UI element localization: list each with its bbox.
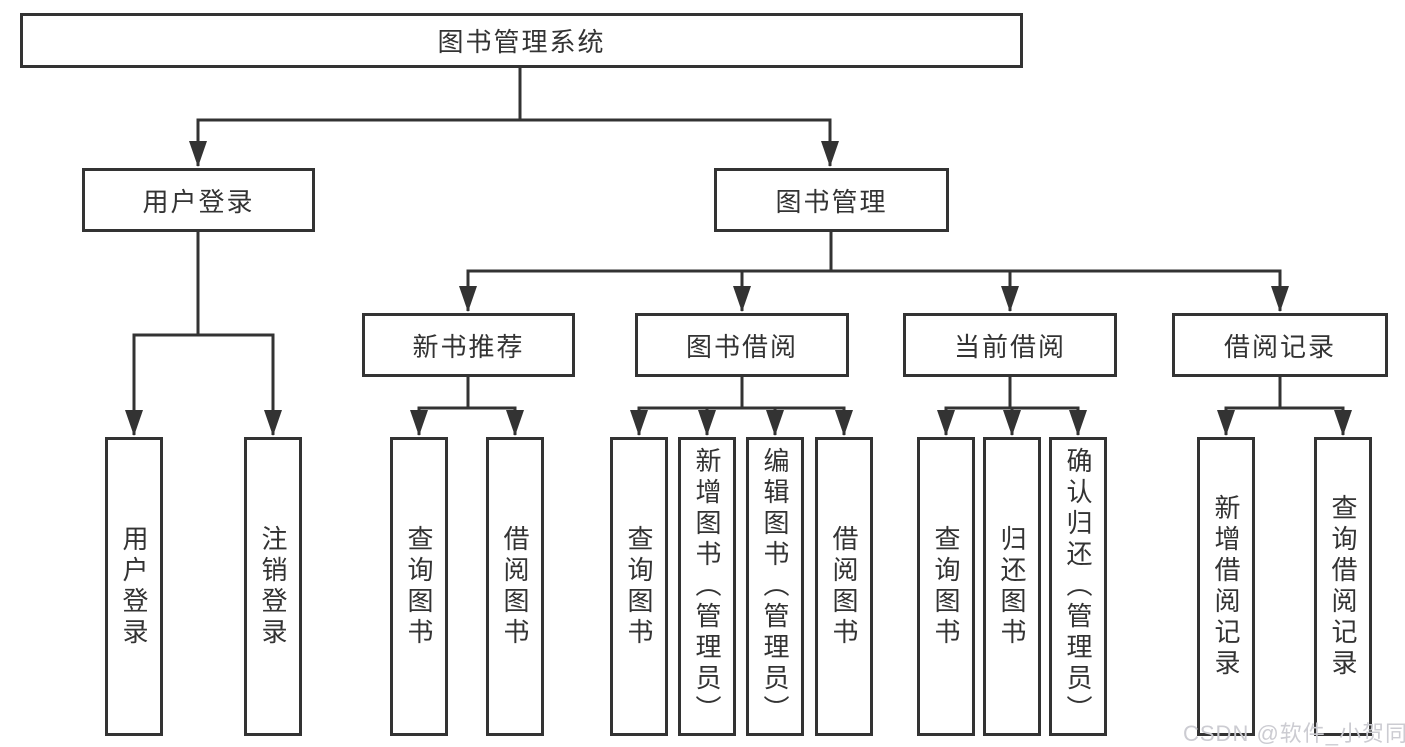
leaf-query-books-recommend: 查询图书 bbox=[390, 437, 448, 736]
leaf-add-borrow-record-label: 新增借阅记录 bbox=[1211, 493, 1241, 680]
leaf-user-login-label: 用户登录 bbox=[119, 524, 149, 649]
node-root-library-system: 图书管理系统 bbox=[20, 13, 1023, 68]
leaf-logout: 注销登录 bbox=[244, 437, 302, 736]
leaf-user-login: 用户登录 bbox=[105, 437, 163, 736]
node-book-management: 图书管理 bbox=[714, 168, 949, 232]
csdn-watermark: CSDN @软件_小贺同学 bbox=[1183, 721, 1405, 746]
node-borrowing-records: 借阅记录 bbox=[1172, 313, 1388, 377]
leaf-add-borrow-record: 新增借阅记录 bbox=[1197, 437, 1255, 736]
leaf-borrow-books-recommend: 借阅图书 bbox=[486, 437, 544, 736]
node-user-login: 用户登录 bbox=[82, 168, 315, 232]
leaf-logout-label: 注销登录 bbox=[258, 524, 288, 649]
leaf-query-books-current-label: 查询图书 bbox=[931, 524, 961, 649]
leaf-return-books-label: 归还图书 bbox=[997, 524, 1027, 649]
leaf-edit-book-admin: 编辑图书（管理员） bbox=[746, 437, 804, 736]
node-book-borrowing: 图书借阅 bbox=[635, 313, 849, 377]
leaf-add-book-admin: 新增图书（管理员） bbox=[678, 437, 736, 736]
leaf-confirm-return-admin: 确认归还（管理员） bbox=[1049, 437, 1107, 736]
leaf-borrow-books-recommend-label: 借阅图书 bbox=[500, 524, 530, 649]
leaf-edit-book-admin-label: 编辑图书（管理员） bbox=[760, 447, 790, 726]
node-current-borrowing: 当前借阅 bbox=[903, 313, 1117, 377]
leaf-query-books-borrow-label: 查询图书 bbox=[624, 524, 654, 649]
leaf-query-borrow-record-label: 查询借阅记录 bbox=[1328, 493, 1358, 680]
leaf-borrow-books: 借阅图书 bbox=[815, 437, 873, 736]
leaf-confirm-return-admin-label: 确认归还（管理员） bbox=[1063, 447, 1093, 726]
leaf-query-borrow-record: 查询借阅记录 bbox=[1314, 437, 1372, 736]
leaf-add-book-admin-label: 新增图书（管理员） bbox=[692, 447, 722, 726]
leaf-query-books-recommend-label: 查询图书 bbox=[404, 524, 434, 649]
leaf-query-books-current: 查询图书 bbox=[917, 437, 975, 736]
leaf-borrow-books-label: 借阅图书 bbox=[829, 524, 859, 649]
leaf-return-books: 归还图书 bbox=[983, 437, 1041, 736]
node-new-book-recommendation: 新书推荐 bbox=[362, 313, 575, 377]
leaf-query-books-borrow: 查询图书 bbox=[610, 437, 668, 736]
